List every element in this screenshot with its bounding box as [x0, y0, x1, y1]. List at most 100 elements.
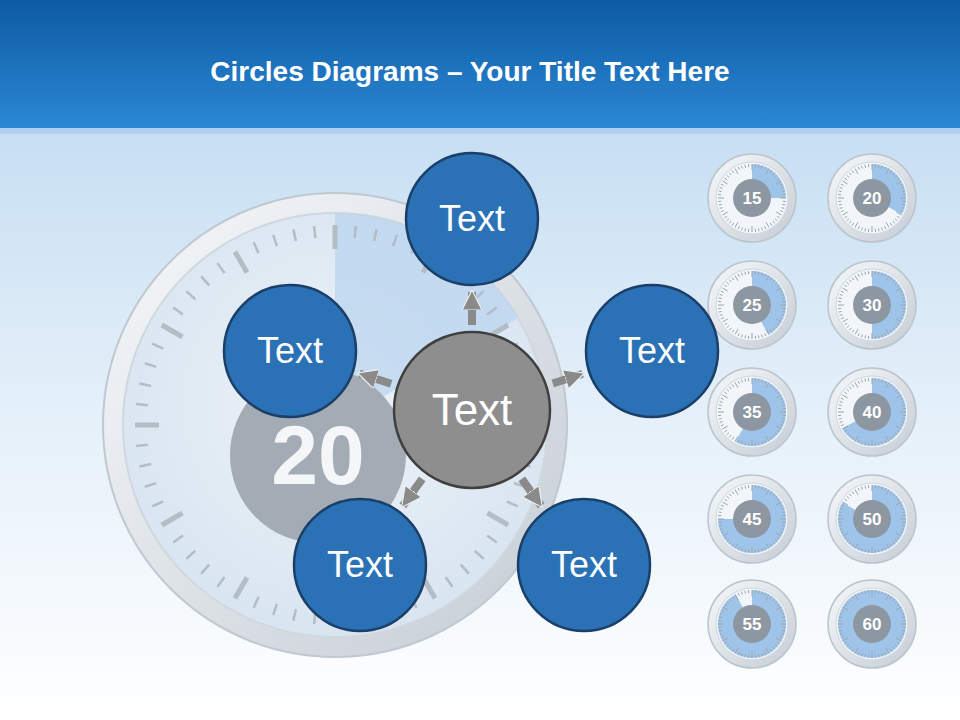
timer-tick	[782, 204, 785, 206]
timer-tick	[729, 280, 731, 282]
timer-tick	[900, 610, 903, 611]
outer-circle: Text	[584, 283, 720, 419]
timer-tick	[901, 508, 904, 510]
timer-tick	[855, 490, 858, 495]
timer-tick	[840, 187, 843, 189]
timer-tick	[861, 592, 863, 595]
timer-tick	[844, 216, 846, 218]
timer-tick	[897, 642, 899, 644]
timer-tick	[732, 330, 734, 332]
timer-tick	[741, 592, 743, 595]
timer-tick	[723, 607, 728, 610]
timer-tick	[783, 515, 786, 516]
timer-tick	[724, 285, 726, 287]
timer-tick	[897, 216, 899, 218]
timer-tick	[781, 294, 784, 296]
timer-face	[716, 588, 788, 660]
timer-tick	[840, 633, 843, 635]
timer-tick	[783, 194, 786, 195]
timer-tick	[752, 164, 753, 170]
timer-tick	[900, 291, 903, 292]
timer-tick	[732, 491, 734, 493]
timer-tick	[893, 435, 895, 437]
timer-tick	[770, 170, 772, 172]
clock-tick	[201, 276, 209, 285]
timer-tick	[758, 486, 760, 489]
timer-icon	[828, 368, 916, 456]
timer-tick	[840, 528, 843, 530]
timer-tick	[770, 223, 772, 225]
timer-tick	[841, 532, 844, 533]
timer-tick	[781, 401, 784, 403]
timer-wedge	[736, 378, 786, 446]
timer-icons	[708, 154, 916, 668]
timer-tick	[881, 380, 883, 383]
timer-tick	[755, 550, 756, 553]
timer-tick	[718, 519, 724, 520]
timer-tick	[735, 383, 738, 388]
timer-tick	[718, 305, 724, 306]
timer-tick	[724, 178, 726, 180]
timer-tick	[741, 166, 743, 169]
timer-tick	[765, 333, 766, 336]
timer-tick	[718, 627, 721, 628]
timer-tick	[770, 649, 772, 651]
timer-tick	[721, 425, 724, 426]
timer-tick	[770, 277, 772, 279]
circle-text: Text	[619, 331, 685, 371]
outer-circle: Text	[516, 497, 652, 633]
timer-tick	[901, 401, 904, 403]
clock-tick	[139, 464, 151, 466]
timer-tick	[735, 543, 738, 548]
timer-tick	[847, 175, 849, 177]
timer-tick	[864, 165, 866, 168]
timer-tick	[724, 392, 726, 394]
timer-tick	[758, 654, 760, 657]
timer-tick	[720, 314, 723, 316]
timer-tick	[855, 595, 858, 600]
timer-tick	[902, 525, 905, 527]
clock-tick	[475, 291, 484, 299]
timer-tick	[895, 601, 897, 603]
timer-tick	[847, 540, 849, 542]
timer-tick	[766, 222, 769, 227]
timer-tick	[738, 547, 739, 550]
timer-tick	[849, 387, 851, 389]
timer-tick	[723, 426, 728, 429]
timer-tick	[719, 297, 722, 299]
timer-tick	[721, 318, 724, 319]
timer-tick	[782, 616, 785, 618]
timer-tick	[855, 222, 858, 227]
timer-tick	[852, 223, 854, 225]
timer-tick	[864, 486, 866, 489]
timer-tick	[735, 222, 738, 227]
timer-tick	[900, 505, 903, 506]
timer-tick	[897, 499, 899, 501]
timer-tick	[741, 273, 743, 276]
timer-tick	[881, 441, 883, 444]
timer-tick	[773, 173, 775, 175]
timer-tick	[727, 389, 729, 391]
circle-text: Text	[551, 545, 617, 585]
timer-tick	[718, 301, 721, 302]
timer-tick	[875, 655, 876, 658]
clock-tick	[507, 501, 518, 506]
timer-tick	[727, 326, 729, 328]
timer-tick	[765, 652, 766, 655]
timer-tick	[890, 437, 892, 439]
timer-icon	[828, 475, 916, 563]
timer-tick	[843, 426, 848, 429]
timer-tick	[720, 528, 723, 530]
timer-tick	[878, 335, 880, 338]
timer-tick	[861, 441, 863, 444]
timer-tick	[838, 194, 841, 195]
timer-center	[853, 286, 891, 324]
timer-tick	[852, 491, 854, 493]
arrow-connector	[553, 374, 583, 384]
timer-tick	[765, 547, 766, 550]
timer-tick	[727, 601, 729, 603]
timer-tick	[885, 381, 886, 384]
clock-tick	[135, 423, 159, 428]
timer-tick	[881, 592, 883, 595]
timer-tick	[844, 499, 846, 501]
